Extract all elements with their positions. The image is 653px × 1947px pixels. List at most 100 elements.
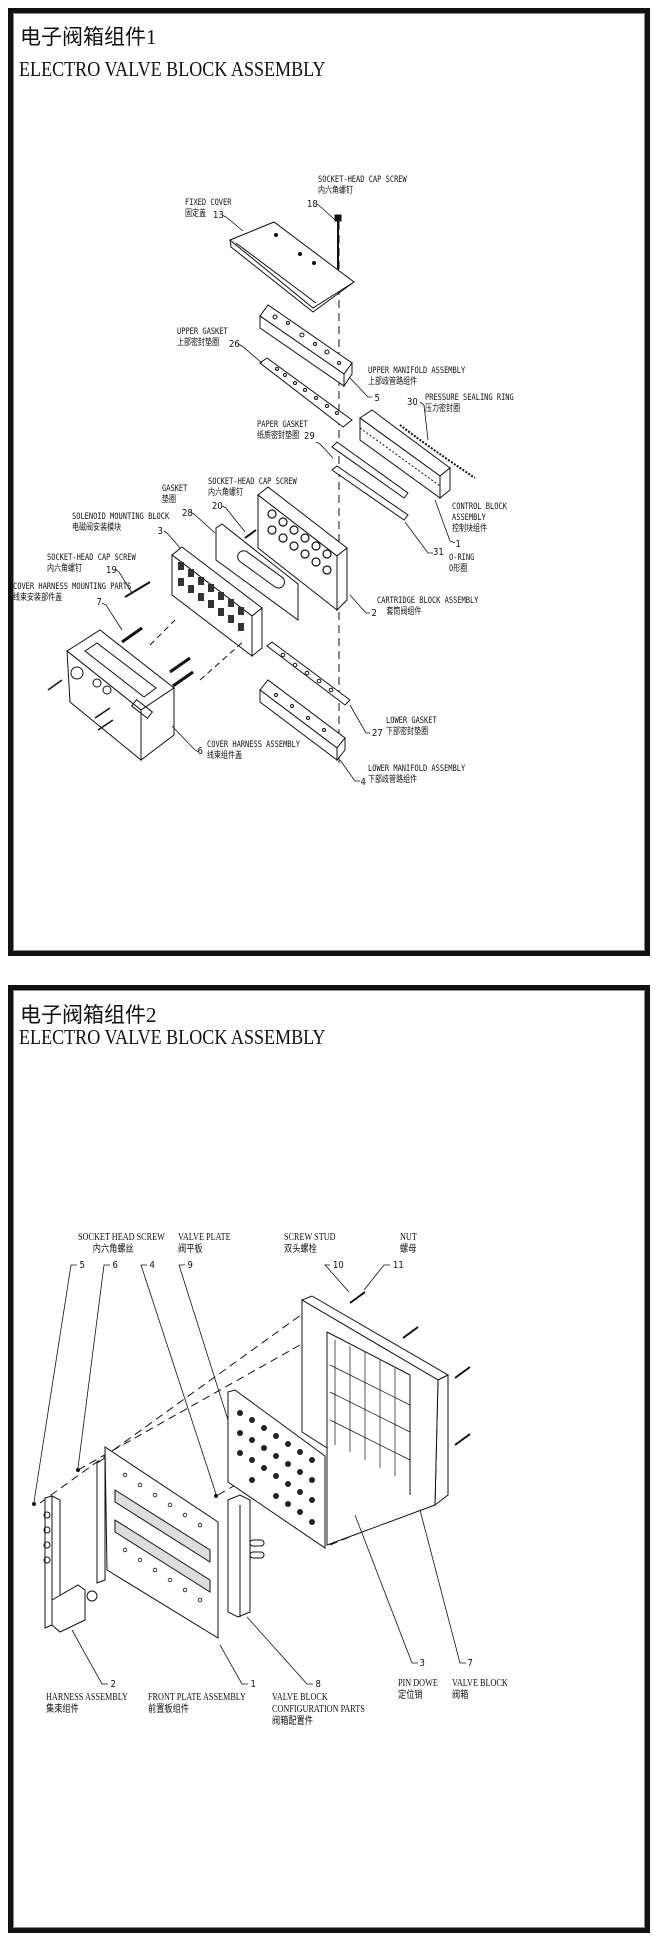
lower-manifold-assembly-4	[259, 679, 346, 762]
panel2-title-en: ELECTRO VALVE BLOCK ASSEMBLY	[19, 1025, 326, 1049]
cartridge-block-assembly-2	[257, 486, 348, 612]
screw-studs-and-nuts-10-11	[349, 1291, 471, 1446]
part-29-cn: 纸质密封垫圈	[257, 431, 300, 441]
part-number-4: 4	[149, 1260, 155, 1271]
front-plate-assembly-1	[96, 1446, 219, 1639]
part-28-en: GASKET	[162, 484, 188, 494]
socket-head-screws-5-6-4	[32, 1468, 218, 1506]
cover-harness-mounting-parts-7	[121, 626, 194, 688]
front-plate-assembly-cn: 前置板组件	[148, 1704, 189, 1715]
part-number-1: 1	[250, 1679, 256, 1690]
harness-assembly-en: HARNESS ASSEMBLY	[46, 1692, 128, 1703]
part-number-19: 19	[105, 565, 117, 576]
valve-block-config-cn: 阀箱配置件	[272, 1716, 313, 1727]
part-26-en: UPPER GASKET	[177, 327, 228, 337]
part-18-cn: 内六角螺钉	[318, 186, 354, 196]
panel2-leader-lines	[33, 1264, 466, 1685]
panel1-title-en: ELECTRO VALVE BLOCK ASSEMBLY	[19, 57, 326, 81]
cover-harness-assembly-6	[66, 629, 175, 762]
part-13-en: FIXED COVER	[185, 198, 232, 208]
part-1-cn: 控制块组件	[452, 524, 488, 534]
socket-head-screw-cn: 内六角螺丝	[92, 1244, 134, 1255]
part-3-cn: 电磁阀安装模块	[72, 523, 122, 533]
part-19-cn: 内六角螺钉	[47, 564, 83, 574]
part-2-en: CARTRIDGE BLOCK ASSEMBLY	[377, 596, 479, 606]
part-number-3: 3	[419, 1658, 425, 1669]
part-number-13: 13	[212, 210, 224, 221]
part-19-en: SOCKET-HEAD CAP SCREW	[47, 553, 136, 563]
valve-plate-9	[227, 1389, 326, 1549]
socket-head-cap-screw-20	[244, 529, 257, 539]
pin-dowel-en: PIN DOWE	[398, 1678, 438, 1689]
part-number-6: 6	[197, 746, 203, 757]
part-26-cn: 上部密封垫圈	[177, 338, 220, 348]
panel1-exploded-drawing	[47, 203, 476, 782]
part-number-4: 4	[360, 777, 366, 788]
part-13-cn: 固定盖	[185, 209, 207, 219]
harness-assembly-2	[43, 1495, 98, 1633]
part-5-en: UPPER MANIFOLD ASSEMBLY	[368, 366, 466, 376]
part-number-29: 29	[303, 431, 315, 442]
part-28-cn: 垫圈	[162, 495, 177, 505]
part-20-en: SOCKET-HEAD CAP SCREW	[208, 477, 297, 487]
front-plate-assembly-en: FRONT PLATE ASSEMBLY	[148, 1692, 246, 1703]
part-27-en: LOWER GASKET	[386, 716, 437, 726]
gasket-28	[215, 523, 299, 621]
part-number-2: 2	[110, 1679, 116, 1690]
part-number-11: 11	[392, 1260, 404, 1271]
fixed-cover-13	[229, 221, 355, 313]
part-number-30: 30	[406, 397, 418, 408]
part-31-cn: O形圈	[449, 564, 468, 574]
harness-small-screws	[47, 679, 114, 731]
part-5-cn: 上部歧管路组件	[368, 377, 418, 387]
part-number-9: 9	[187, 1260, 193, 1271]
upper-gasket-26	[259, 357, 353, 428]
part-number-1: 1	[455, 539, 461, 550]
part-27-cn: 下部密封垫圈	[386, 727, 429, 737]
lower-gasket-27	[266, 641, 351, 706]
valve-block-en: VALVE BLOCK	[452, 1678, 508, 1689]
panel1-title-cn: 电子阀箱组件1	[20, 25, 157, 49]
harness-assembly-cn: 集束组件	[46, 1704, 79, 1715]
screw-stud-cn: 双头螺栓	[284, 1244, 317, 1255]
screw-stud-en: SCREW STUD	[284, 1232, 336, 1243]
part-7-en: COVER HARNESS MOUNTING PARTS	[13, 582, 132, 592]
part-1-en: CONTROL BLOCK ASSEMBLY	[452, 502, 507, 523]
panel1-leader-lines	[101, 203, 456, 782]
part-6-cn: 线束组件盖	[207, 751, 243, 761]
valve-plate-en: VALVE PLATE	[178, 1232, 231, 1243]
valve-block-config-en2: CONFIGURATION PARTS	[272, 1704, 365, 1715]
part-number-7: 7	[467, 1658, 473, 1669]
part-6-en: COVER HARNESS ASSEMBLY	[207, 740, 300, 750]
panel2-title-cn: 电子阀箱组件2	[20, 1003, 157, 1027]
socket-head-cap-screw-19	[124, 581, 151, 598]
part-30-cn: 压力密封圈	[425, 404, 461, 414]
valve-block-7	[300, 1295, 450, 1546]
part-number-28: 28	[181, 508, 193, 519]
control-block-assembly-1	[359, 409, 451, 500]
part-30-en: PRESSURE SEALING RING	[425, 393, 514, 403]
valve-block-configuration-parts-8	[227, 1494, 265, 1618]
part-2-cn: 套筒阀组件	[386, 607, 422, 617]
part-4-cn: 下部歧管路组件	[368, 775, 418, 785]
diagram-panel-1	[8, 8, 650, 956]
valve-block-config-en: VALVE BLOCK	[272, 1692, 328, 1703]
part-4-en: LOWER MANIFOLD ASSEMBLY	[368, 764, 466, 774]
part-number-10: 10	[332, 1260, 344, 1271]
solenoid-mounting-block-3	[171, 546, 263, 658]
